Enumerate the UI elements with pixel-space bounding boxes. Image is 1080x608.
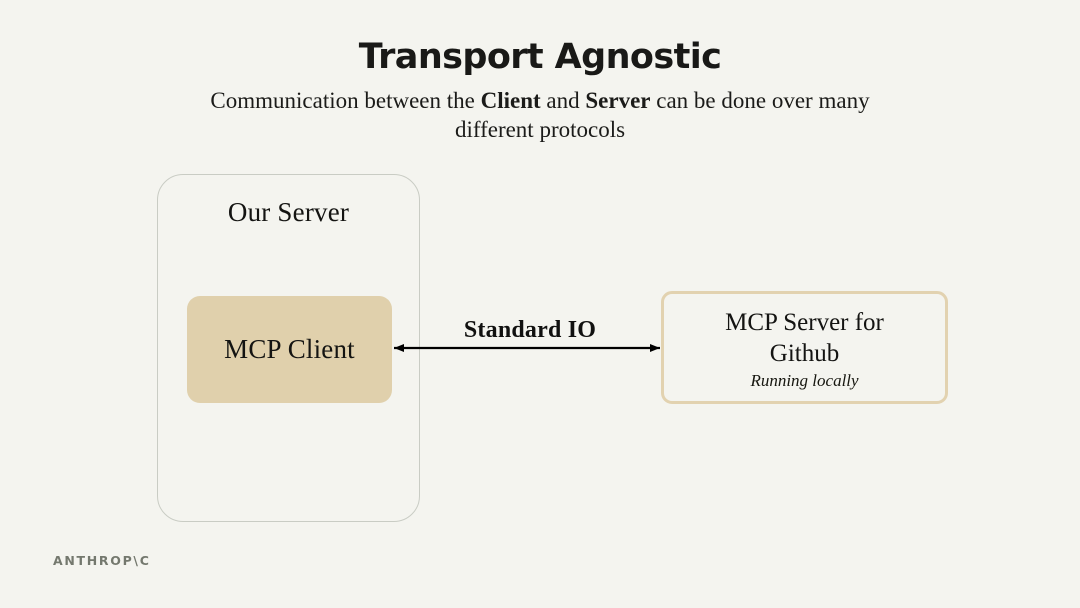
- our-server-label: Our Server: [227, 197, 350, 227]
- connector-label: Standard IO: [463, 317, 597, 343]
- subtitle-text-part1: Communication between the: [210, 87, 481, 113]
- subtitle-bold-client: Client: [480, 87, 541, 113]
- mcp-client-node: MCP Client: [187, 296, 392, 403]
- our-server-container: Our Server MCP Client: [157, 174, 420, 522]
- mcp-server-node: MCP Server for Github Running locally: [661, 291, 948, 404]
- mcp-server-title: MCP Server for Github: [725, 308, 884, 367]
- subtitle-text-part3: can be done over many different protocol…: [454, 87, 870, 142]
- mcp-client-label: MCP Client: [224, 334, 355, 364]
- anthropic-logo: ANTHROP\C: [53, 553, 151, 568]
- mcp-server-subtitle: Running locally: [750, 370, 859, 390]
- slide-header: Transport Agnostic Communication between…: [0, 38, 1080, 144]
- slide-subtitle: Communication between the Client and Ser…: [190, 86, 890, 145]
- subtitle-bold-server: Server: [585, 87, 651, 113]
- subtitle-text-part2: and: [540, 87, 586, 113]
- page-title: Transport Agnostic: [358, 37, 722, 77]
